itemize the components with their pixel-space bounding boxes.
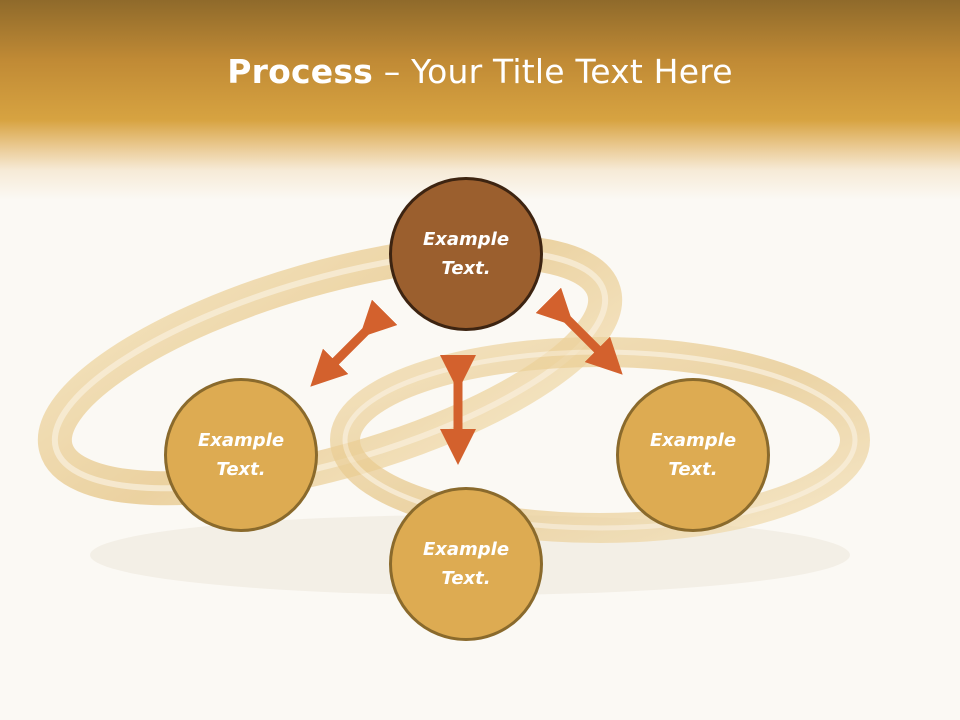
slide-title: Process – Your Title Text Here [0, 52, 960, 91]
node-center-line2: Text. [441, 258, 491, 279]
node-right: Example Text. [616, 378, 770, 532]
title-bold: Process [227, 52, 374, 91]
node-left-line2: Text. [216, 459, 266, 480]
node-left-line1: Example [197, 430, 285, 451]
node-center-line1: Example [422, 229, 510, 250]
node-right-line2: Text. [668, 459, 718, 480]
node-right-line1: Example [649, 430, 737, 451]
node-center: Example Text. [389, 177, 543, 331]
node-bottom-line2: Text. [441, 568, 491, 589]
node-bottom-line1: Example [422, 539, 510, 560]
node-left: Example Text. [164, 378, 318, 532]
title-rest: – Your Title Text Here [373, 52, 733, 91]
node-bottom: Example Text. [389, 487, 543, 641]
arrow-top-right [535, 287, 623, 375]
arrow-top-left [310, 299, 398, 387]
